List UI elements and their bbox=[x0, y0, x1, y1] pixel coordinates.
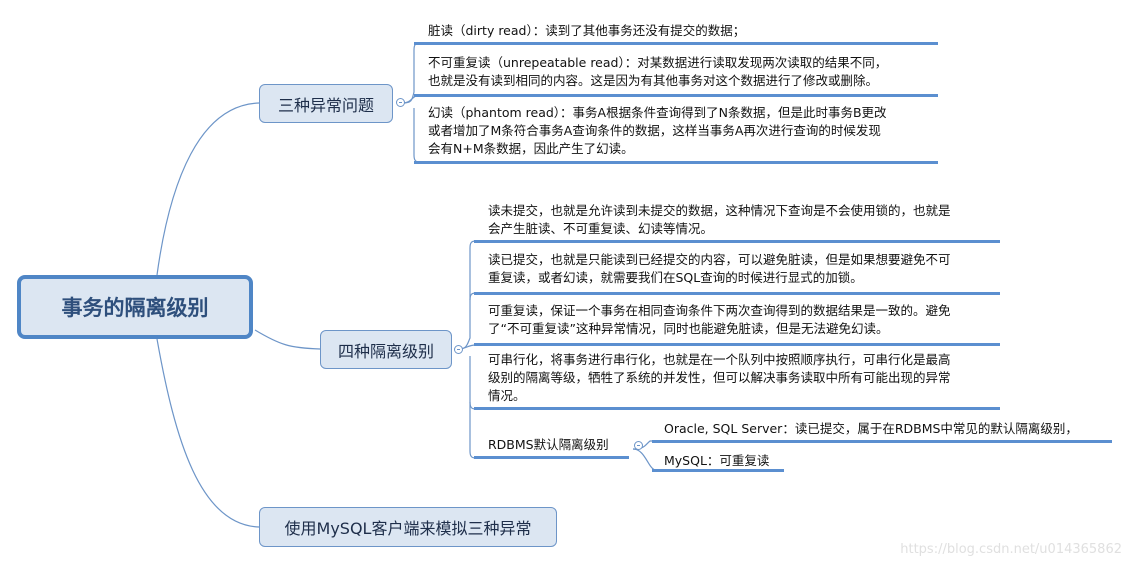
underline bbox=[652, 440, 1112, 443]
underline bbox=[474, 343, 1000, 346]
leaf-phantom-read: 幻读（phantom read）：事务A根据条件查询得到了N条数据，但是此时事务… bbox=[428, 105, 887, 156]
watermark: https://blog.csdn.net/u014365862 bbox=[900, 542, 1122, 557]
root-topic-label: 事务的隔离级别 bbox=[61, 296, 209, 320]
topic-label: 四种隔离级别 bbox=[337, 341, 434, 361]
topic-mysql-simulation[interactable]: 使用MySQL客户端来模拟三种异常 bbox=[259, 507, 557, 547]
leaf-oracle-sqlserver: Oracle, SQL Server：读已提交，属于在RDBMS中常见的默认隔离… bbox=[664, 421, 1078, 436]
collapse-toggle-icon[interactable] bbox=[454, 345, 463, 354]
leaf-unrepeatable-read: 不可重复读（unrepeatable read）：对某数据进行读取发现两次读取的… bbox=[428, 55, 888, 88]
subtopic-rdbms-default[interactable]: RDBMS默认隔离级别 bbox=[488, 437, 609, 452]
underline bbox=[474, 292, 1000, 295]
underline bbox=[414, 42, 938, 45]
underline bbox=[474, 407, 1000, 410]
underline bbox=[652, 469, 784, 472]
root-topic[interactable]: 事务的隔离级别 bbox=[17, 275, 253, 339]
topic-three-anomalies[interactable]: 三种异常问题 bbox=[259, 84, 393, 123]
topic-label: 三种异常问题 bbox=[277, 95, 374, 115]
underline bbox=[474, 456, 629, 459]
leaf-dirty-read: 脏读（dirty read）：读到了其他事务还没有提交的数据； bbox=[428, 23, 746, 38]
topic-label: 使用MySQL客户端来模拟三种异常 bbox=[284, 519, 532, 538]
leaf-read-committed: 读已提交，也就是只能读到已经提交的内容，可以避免脏读，但是如果想要避免不可 重复… bbox=[488, 252, 951, 285]
leaf-repeatable-read: 可重复读，保证一个事务在相同查询条件下两次查询得到的数据结果是一致的。避免 了“… bbox=[488, 303, 951, 336]
topic-four-isolation-levels[interactable]: 四种隔离级别 bbox=[320, 330, 452, 369]
collapse-toggle-icon[interactable] bbox=[396, 98, 405, 107]
leaf-serializable: 可串行化，将事务进行串行化，也就是在一个队列中按照顺序执行，可串行化是最高 级别… bbox=[488, 352, 951, 403]
underline bbox=[414, 161, 938, 164]
leaf-read-uncommitted: 读未提交，也就是允许读到未提交的数据，这种情况下查询是不会使用锁的，也就是 会产… bbox=[488, 203, 951, 236]
underline bbox=[474, 240, 1000, 243]
underline bbox=[414, 94, 938, 97]
collapse-toggle-icon[interactable] bbox=[634, 441, 643, 450]
leaf-mysql: MySQL：可重复读 bbox=[664, 453, 770, 468]
